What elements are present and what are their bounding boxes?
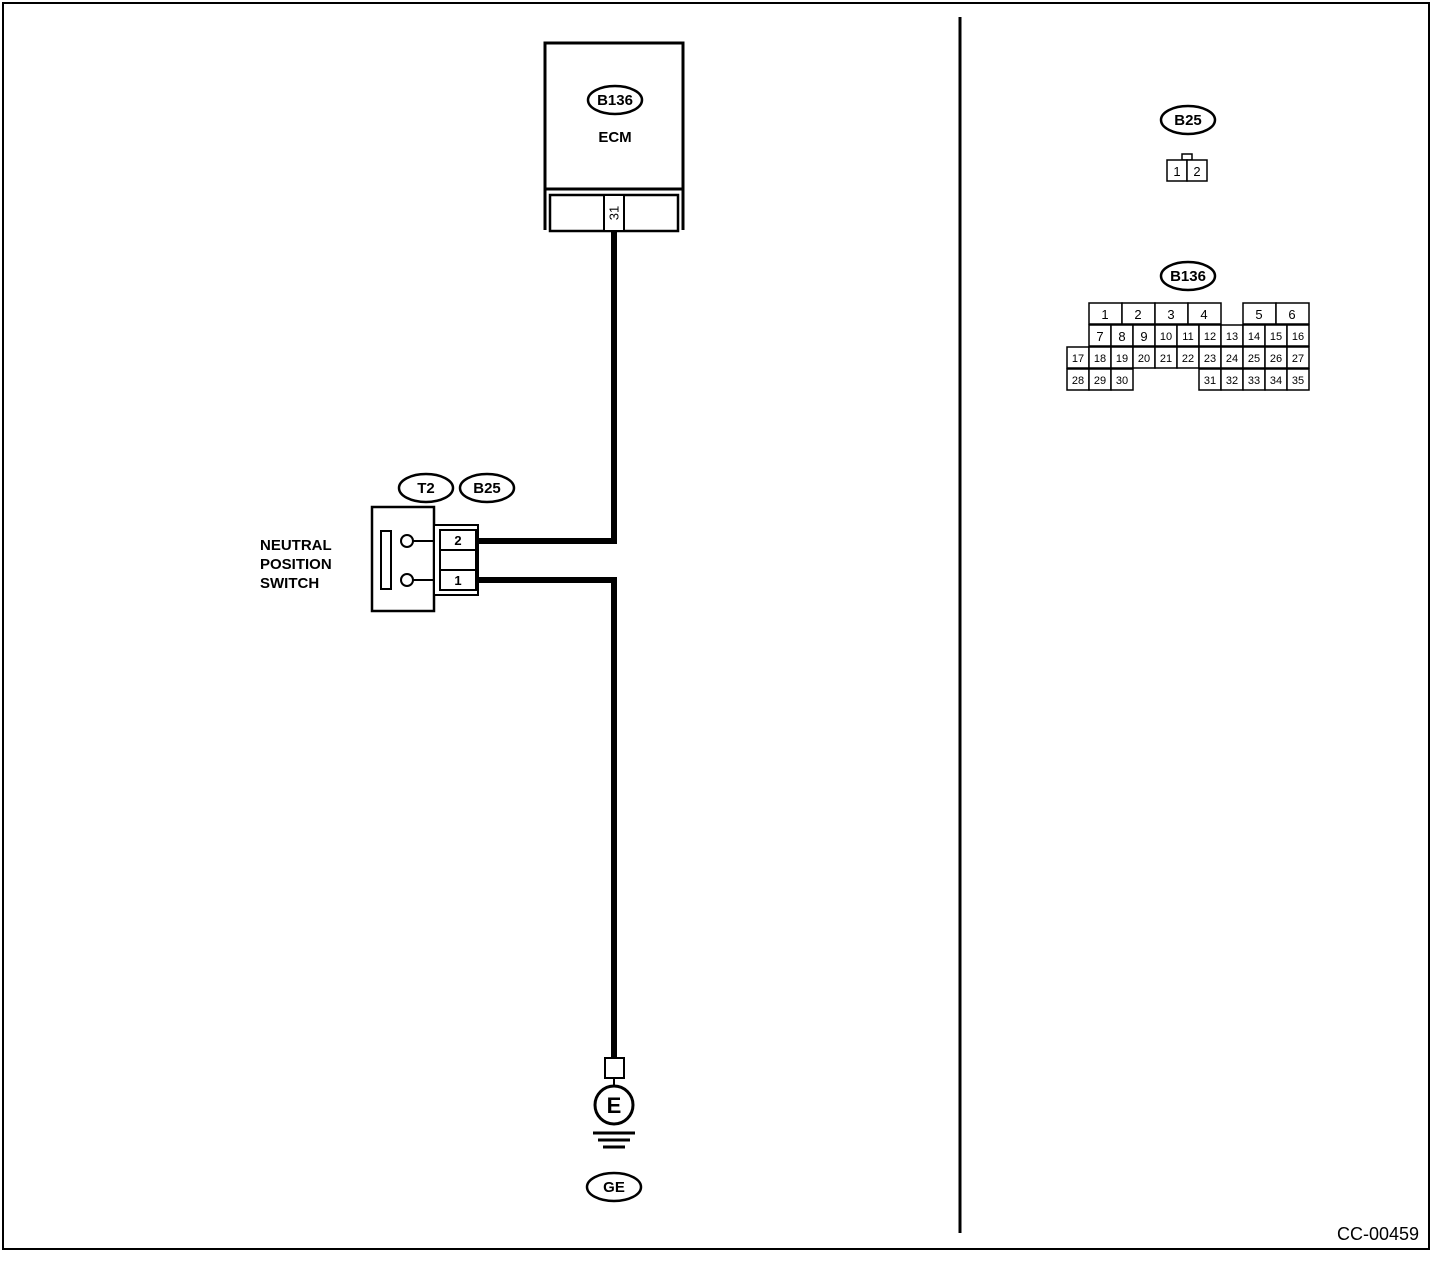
connector-pin-number: 19 (1116, 353, 1128, 365)
connector-pin-number: 8 (1118, 329, 1125, 344)
switch-label: NEUTRAL (260, 537, 332, 554)
connector-pin-number: 10 (1160, 331, 1172, 343)
wire-switch-to-ground (477, 577, 617, 1058)
connector-pin-number: 28 (1072, 375, 1084, 387)
connector-pin-number: 25 (1248, 353, 1260, 365)
switch-terminal-number: 1 (454, 573, 461, 588)
switch-label: POSITION (260, 556, 332, 573)
connector-pin-number: 32 (1226, 375, 1238, 387)
connector-pin-number: 7 (1096, 329, 1103, 344)
connector-pin-cell (1110, 368, 1134, 391)
switch-connector-code-tag (458, 472, 516, 504)
connector-pin-number: 23 (1204, 353, 1216, 365)
connector-pin-number: 9 (1140, 329, 1147, 344)
neutral-position-switch: 2 1 T2 B25 NEUTRAL POSITION SWITCH (260, 472, 516, 613)
connector-pin-number: 1 (1101, 307, 1108, 322)
ground-point: E GE (585, 1057, 643, 1203)
switch-slider (380, 530, 392, 590)
connector-pin-number: 6 (1288, 307, 1295, 322)
connector-code: B136 (1170, 268, 1206, 285)
connector-pin-number: 22 (1182, 353, 1194, 365)
connector-pin-number: 2 (1193, 164, 1200, 179)
ground-terminal (604, 1057, 625, 1079)
ground-code-tag (585, 1171, 643, 1203)
connector-pin-number: 16 (1292, 331, 1304, 343)
connector-pin-number: 20 (1138, 353, 1150, 365)
connector-pin-number: 33 (1248, 375, 1260, 387)
switch-contact (400, 573, 414, 587)
connector-pin-number: 2 (1134, 307, 1141, 322)
connector-pin-cell (1286, 324, 1310, 347)
ecm-body (543, 41, 685, 191)
switch-terminal-cell (439, 549, 477, 571)
switch-connector-code: B25 (473, 480, 501, 497)
connector-code: B25 (1174, 112, 1202, 129)
connector-pin-number: 31 (1204, 375, 1216, 387)
connector-pin-cell (1286, 368, 1310, 391)
switch-terminal-number: 2 (454, 533, 461, 548)
ecm-label: ECM (598, 129, 631, 146)
connector-b25-face: B25 1 2 (1159, 104, 1217, 182)
ecm-connector-code-tag (586, 84, 644, 116)
switch-terminal-cell (439, 569, 477, 591)
ground-code: GE (603, 1179, 625, 1196)
connector-pin-number: 26 (1270, 353, 1282, 365)
connector-b136-face: B136 1 2 3 4 5 6 7 8 9 10 11 12 13 14 15… (1066, 260, 1310, 391)
connector-pin-number: 21 (1160, 353, 1172, 365)
connector-pin-number: 29 (1094, 375, 1106, 387)
connector-code-tag (1159, 260, 1217, 292)
connector-pin-number: 11 (1182, 331, 1193, 343)
connector-pin-number: 35 (1292, 375, 1304, 387)
switch-label: SWITCH (260, 575, 319, 592)
connector-pin-number: 30 (1116, 375, 1128, 387)
connector-pin-number: 13 (1226, 331, 1238, 343)
switch-contact (400, 534, 414, 548)
connector-pin-number: 34 (1270, 375, 1282, 387)
ground-circle (593, 1084, 635, 1126)
wire-ecm-to-switch (477, 231, 617, 544)
figure-id: CC-00459 (1337, 1224, 1419, 1244)
connector-pin-number: 1 (1173, 164, 1180, 179)
connector-pin-number: 18 (1094, 353, 1106, 365)
switch-connector-code: T2 (417, 480, 435, 497)
connector-code-tag (1159, 104, 1217, 136)
connector-pin-number: 4 (1200, 307, 1207, 322)
connector-pin-number: 24 (1226, 353, 1238, 365)
connector-pin-number: 3 (1167, 307, 1174, 322)
connector-pin-number: 15 (1270, 331, 1282, 343)
diagram-frame (2, 2, 1430, 1250)
switch-connector-code-tag (397, 472, 455, 504)
connector-pin-cell (1186, 159, 1208, 182)
connector-pin-cell (1275, 302, 1310, 325)
ecm-connector-code: B136 (597, 92, 633, 109)
connector-pin-number: 12 (1204, 331, 1216, 343)
connector-pin-number: 14 (1248, 331, 1260, 343)
connector-pin-cell (1187, 302, 1222, 325)
ecm-unit: 31 B136 ECM (543, 41, 685, 233)
connector-pin-number: 27 (1292, 353, 1304, 365)
connector-pin-cell (1286, 346, 1310, 369)
connector-pin-number: 5 (1255, 307, 1262, 322)
ecm-terminal-number: 31 (607, 206, 622, 220)
ground-symbol-letter: E (607, 1093, 622, 1118)
connector-latch (1181, 153, 1193, 161)
connector-pin-number: 17 (1072, 353, 1084, 365)
